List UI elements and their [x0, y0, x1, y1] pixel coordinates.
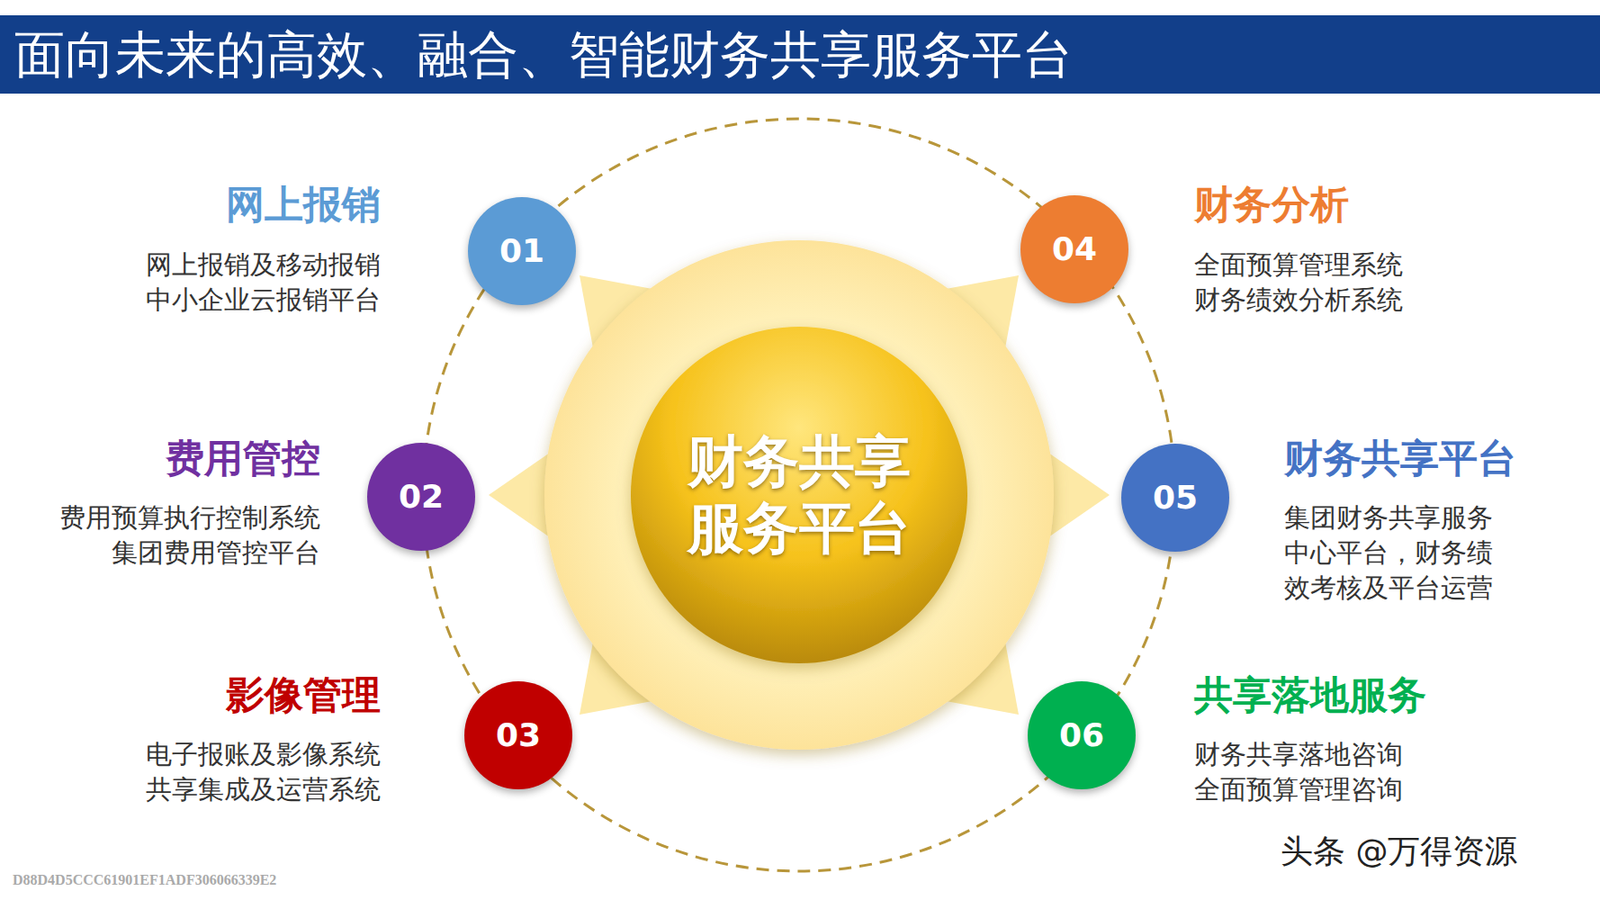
number-circle: 04财务分析全面预算管理系统 财务绩效分析系统 [1020, 195, 1129, 304]
page-title: 面向未来的高效、融合、智能财务共享服务平台 [14, 15, 1073, 94]
item-heading: 财务共享平台 [1284, 433, 1517, 483]
item-body: 全面预算管理系统 财务绩效分析系统 [1194, 247, 1412, 318]
watermark: 头条 @万得资源 [1280, 829, 1518, 874]
callout-number: 04 [1020, 195, 1129, 304]
callout-number: 01 [467, 197, 576, 306]
number-circle: 05财务共享平台集团财务共享服务中心平台，财务绩效考核及平台运营 [1121, 443, 1230, 552]
item-body: 费用预算执行控制系统 集团费用管控平台 [51, 500, 321, 571]
center-title: 财务共享服务平台 [683, 428, 915, 563]
item-heading: 影像管理 [225, 670, 381, 720]
item-heading: 费用管控 [165, 433, 321, 483]
callout-number: 05 [1121, 443, 1230, 552]
number-circle: 01网上报销网上报销及移动报销 中小企业云报销平台 [467, 197, 576, 306]
item-heading: 共享落地服务 [1194, 670, 1427, 720]
item-body: 财务共享落地咨询 全面预算管理咨询 [1194, 737, 1412, 808]
sun-body [544, 240, 1054, 750]
callout-number: 02 [367, 442, 476, 551]
center-circle: 财务共享服务平台 [630, 326, 968, 664]
callout-number: 06 [1027, 681, 1136, 790]
number-circle: 03影像管理电子报账及影像系统 共享集成及运营系统 [464, 681, 573, 790]
item-body: 网上报销及移动报销 中小企业云报销平台 [137, 247, 381, 318]
number-circle: 06共享落地服务财务共享落地咨询 全面预算管理咨询 [1027, 681, 1136, 790]
sun-core [630, 326, 968, 664]
item-heading: 网上报销 [225, 179, 381, 229]
item-body: 集团财务共享服务中心平台，财务绩效考核及平台运营 [1284, 500, 1502, 606]
item-body: 电子报账及影像系统 共享集成及运营系统 [137, 737, 381, 808]
item-heading: 财务分析 [1194, 179, 1349, 229]
dashed-ring [422, 118, 1176, 872]
callout-number: 03 [464, 681, 573, 790]
number-circle: 02费用管控费用预算执行控制系统 集团费用管控平台 [367, 442, 476, 551]
hash-watermark: D88D4D5CCC61901EF1ADF306066339E2 [12, 871, 277, 889]
